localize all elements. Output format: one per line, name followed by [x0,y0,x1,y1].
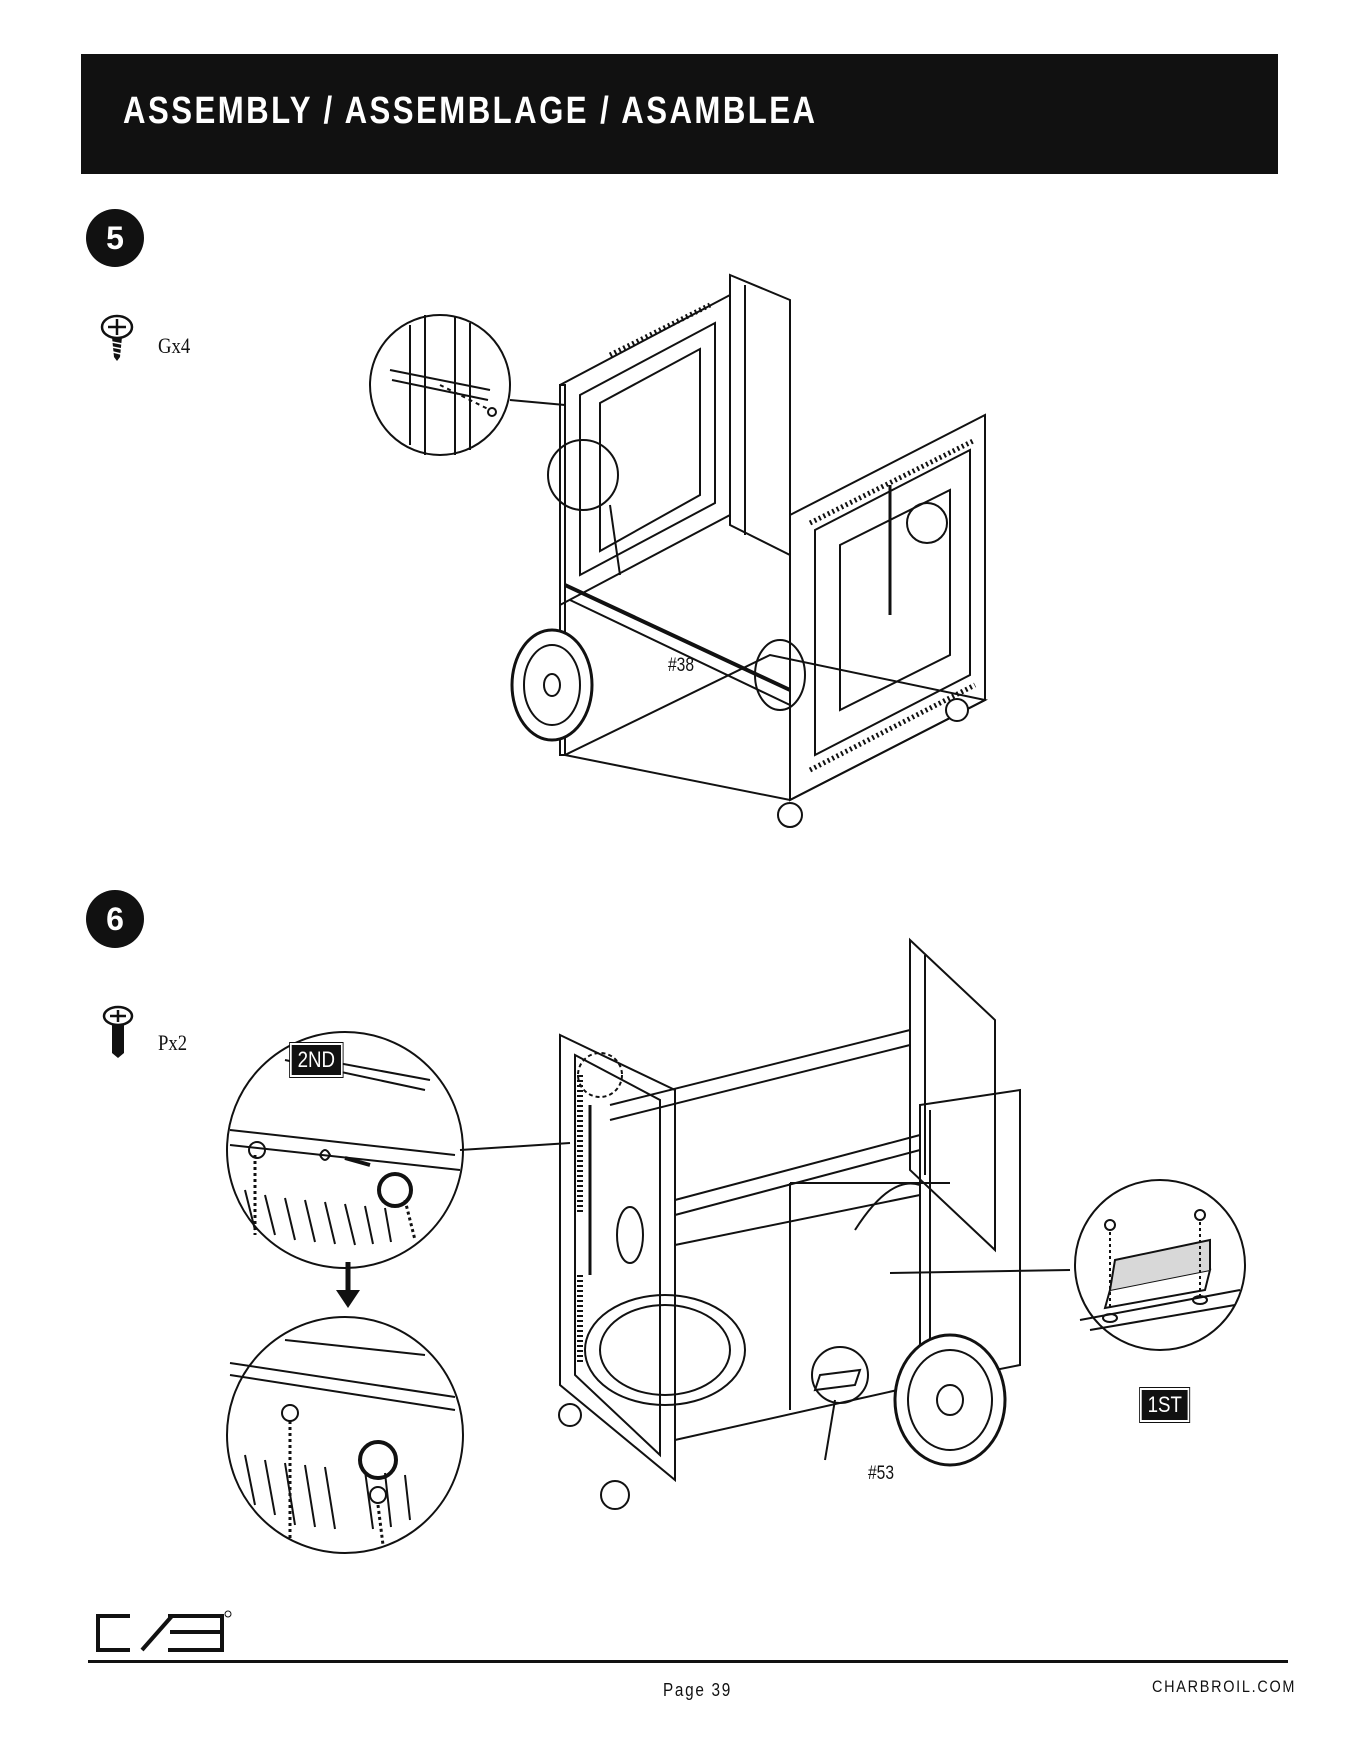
header-banner: ASSEMBLY / ASSEMBLAGE / ASAMBLEA [81,54,1278,174]
footer-rule [88,1660,1288,1663]
detail-hook-before [225,1030,465,1270]
order-1st-badge: 1ST [1140,1388,1190,1422]
detail-bracket [1070,1180,1250,1355]
page-number: Page 39 [663,1680,732,1701]
char-broil-logo-icon [92,1610,232,1656]
order-2nd-badge: 2ND [290,1043,343,1077]
page-title: ASSEMBLY / ASSEMBLAGE / ASAMBLEA [123,90,818,133]
step-5-cart-diagram [370,255,1010,825]
arrow-down-icon [336,1262,360,1310]
step-5-badge: 5 [86,209,144,267]
part-53-label: #53 [868,1463,894,1485]
detail-hook-after [225,1315,465,1555]
step-6-badge: 6 [86,890,144,948]
step-5-hardware-label: Gx4 [158,333,190,359]
step-6-hardware-label: Px2 [158,1030,187,1056]
screw-p-icon [102,1005,138,1060]
step-6-cart-diagram [550,945,1110,1515]
part-38-label: #38 [668,655,694,677]
screw-g-icon [100,313,136,363]
website-url: CHARBROIL.COM [1152,1677,1296,1697]
